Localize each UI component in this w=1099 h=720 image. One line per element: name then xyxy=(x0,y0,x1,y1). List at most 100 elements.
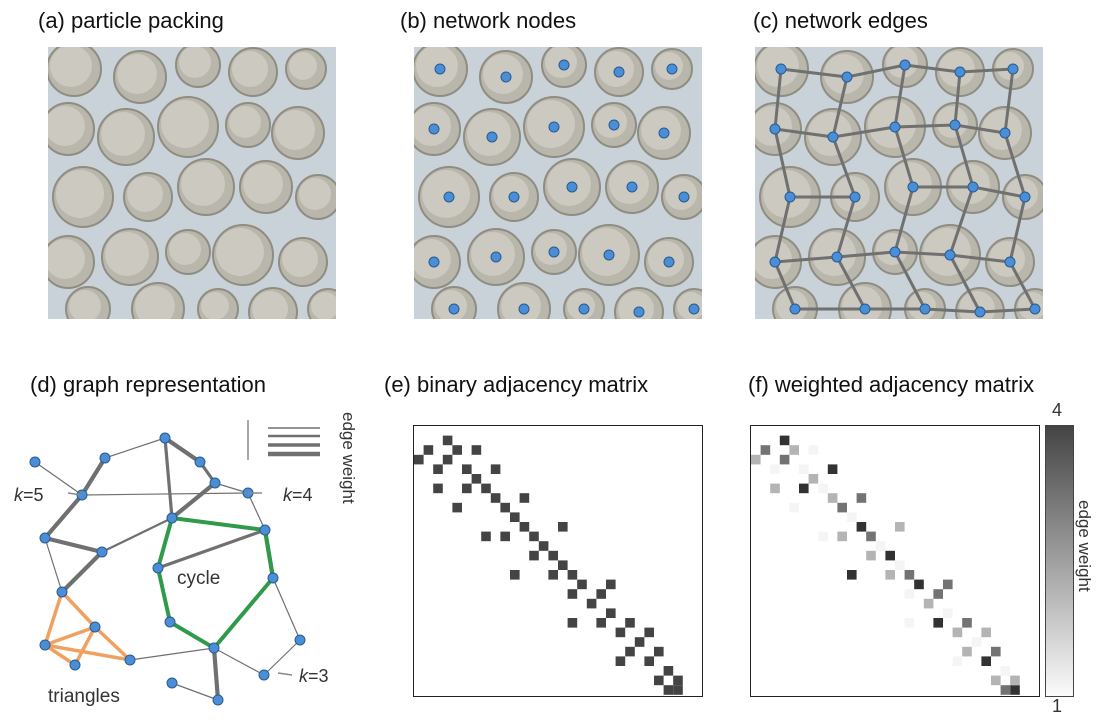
weighted-matrix-cell xyxy=(991,646,1001,657)
graph-edge xyxy=(44,535,103,555)
triangle-edge xyxy=(43,591,64,646)
network-edge xyxy=(835,196,857,258)
network-node xyxy=(663,256,675,268)
network-edge xyxy=(1003,68,1015,134)
triangle-edge xyxy=(44,625,96,647)
network-node xyxy=(518,303,530,315)
network-node xyxy=(1007,63,1019,75)
matrix-cell xyxy=(414,454,424,465)
particle-highlight xyxy=(127,176,163,212)
weighted-matrix-cell xyxy=(866,550,876,561)
network-node xyxy=(443,191,455,203)
cycle-edge xyxy=(212,576,275,650)
network-node xyxy=(849,191,861,203)
matrix-cell xyxy=(548,550,558,561)
weighted-matrix-cell xyxy=(818,483,828,494)
weighted-matrix-cell xyxy=(827,493,838,503)
particle-highlight xyxy=(311,292,336,319)
k5-label: k=5 xyxy=(14,485,44,505)
graph-node xyxy=(89,621,101,633)
particle-highlight xyxy=(289,52,317,80)
network-node xyxy=(486,131,498,143)
panel-f-title: (f) weighted adjacency matrix xyxy=(748,372,1035,397)
weighted-matrix-cell xyxy=(808,445,819,455)
particle-highlight xyxy=(299,178,331,210)
weighted-matrix-cell xyxy=(837,531,847,542)
weighted-matrix-cell xyxy=(904,589,915,599)
matrix-cell xyxy=(596,618,606,628)
graph-node xyxy=(39,532,51,544)
triangle-edge xyxy=(73,626,97,666)
network-edge xyxy=(773,128,792,198)
matrix-cell xyxy=(644,627,654,638)
matrix-cell xyxy=(548,570,558,580)
graph-edge xyxy=(171,682,219,701)
network-node xyxy=(859,303,871,315)
weighted-matrix-cell xyxy=(933,618,943,628)
graph-node xyxy=(166,512,178,524)
network-node xyxy=(428,256,440,268)
matrix-cell xyxy=(471,474,482,484)
network-node xyxy=(428,123,440,135)
cycle-edge xyxy=(156,567,172,623)
graph-edge xyxy=(129,647,215,661)
weighted-matrix-cell xyxy=(770,464,780,474)
weighted-adjacency-matrix xyxy=(750,425,1040,697)
panel-b-title: (b) network nodes xyxy=(400,8,577,33)
network-edge xyxy=(1008,196,1027,263)
weighted-matrix-cell xyxy=(952,627,963,638)
graph-node xyxy=(209,477,221,489)
binary-adjacency-matrix xyxy=(413,425,703,697)
graph-node xyxy=(159,432,171,444)
weighted-matrix-cells xyxy=(751,435,1020,695)
weighted-matrix-cell xyxy=(856,522,867,532)
graph-node xyxy=(39,639,51,651)
matrix-cell xyxy=(433,464,443,474)
particle-highlight xyxy=(48,106,85,146)
network-edge xyxy=(979,307,1036,314)
network-edge xyxy=(774,127,834,139)
weighted-matrix-cell xyxy=(789,502,799,513)
network-edge xyxy=(831,76,849,138)
matrix-cell xyxy=(558,522,568,532)
network-node xyxy=(775,63,787,75)
network-node xyxy=(434,63,446,75)
colorbar-min: 1 xyxy=(1052,696,1063,716)
graph-node xyxy=(259,524,271,536)
matrix-cell xyxy=(452,445,462,455)
network-edges-image xyxy=(755,47,1043,319)
weighted-matrix-cell xyxy=(1010,675,1020,686)
matrix-cell xyxy=(615,656,626,666)
graph-node xyxy=(294,634,306,646)
graph-node xyxy=(267,572,279,584)
network-edge xyxy=(948,254,982,313)
network-edge xyxy=(959,67,1014,74)
graph-edge xyxy=(163,436,202,464)
graph-edge xyxy=(80,456,107,497)
graph-node xyxy=(99,452,111,464)
graph-node xyxy=(212,694,224,706)
network-node xyxy=(688,303,700,315)
network-node xyxy=(944,249,956,261)
network-node xyxy=(626,181,638,193)
network-node xyxy=(508,191,520,203)
graph-edge xyxy=(213,647,265,676)
graph-edge xyxy=(101,517,173,553)
weighted-matrix-cell xyxy=(933,589,943,599)
particle-highlight xyxy=(105,232,149,276)
weighted-matrix-cell xyxy=(818,531,828,542)
triangle-edge xyxy=(44,643,76,667)
network-node xyxy=(633,306,645,318)
network-edge xyxy=(948,186,975,256)
network-node xyxy=(949,119,961,131)
weighted-matrix-cell xyxy=(981,627,991,638)
matrix-cell xyxy=(596,589,606,599)
particle-highlight xyxy=(252,291,288,319)
weighted-matrix-cell xyxy=(952,656,963,666)
network-node xyxy=(789,303,801,315)
network-node xyxy=(658,127,670,139)
network-node xyxy=(603,249,615,261)
network-node xyxy=(999,127,1011,139)
graph-edge xyxy=(272,577,301,641)
matrix-cell xyxy=(452,502,462,513)
